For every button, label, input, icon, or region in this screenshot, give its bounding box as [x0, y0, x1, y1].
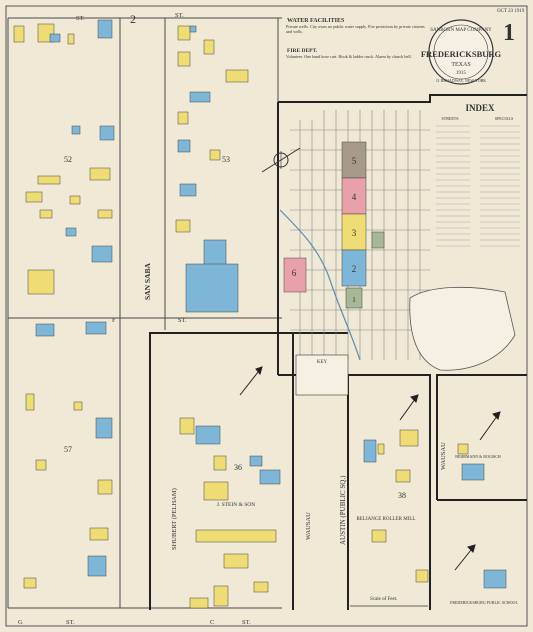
seal-city: FREDERICKSBURG — [421, 49, 502, 59]
stamp-date: OCT 23 1919 — [497, 9, 525, 14]
fire-dept-text: Volunteer. One hand hose cart. Hook & la… — [286, 54, 412, 59]
key-title: KEY — [317, 360, 328, 365]
block-57: 57 — [64, 445, 72, 454]
inset-label-4: 4 — [352, 192, 357, 202]
inset-label-2: 2 — [352, 264, 357, 274]
inset-block-2 — [341, 249, 367, 287]
seal-address: 11 BROADWAY, NEW YORK — [436, 78, 486, 84]
inset-block-4 — [341, 177, 367, 215]
inset-creek — [279, 209, 361, 361]
inset-block-extra — [371, 231, 385, 249]
block-53: 53 — [222, 155, 230, 164]
fire-dept-heading: FIRE DEPT. — [287, 48, 318, 54]
inset-block-3 — [341, 213, 367, 251]
street-st-mid: ST. — [178, 317, 187, 324]
water-facilities-text-box: Private wells. City owns no public water… — [286, 24, 425, 34]
street-st-bottom: ST. — [242, 619, 251, 626]
index-col-specials: SPECIALS — [495, 116, 513, 121]
north-arrow-icon-4 — [454, 544, 476, 571]
inset-county-map — [409, 286, 516, 371]
street-st-top-left: ST. — [76, 15, 85, 22]
north-arrow-icon-3 — [479, 411, 501, 441]
north-arrow-icon-2 — [399, 394, 419, 421]
street-c: C — [210, 619, 214, 626]
inset-block-6 — [283, 257, 307, 293]
block-36: 36 — [234, 463, 242, 472]
buildings-block-38 — [363, 429, 507, 589]
sheet-number: 1 — [503, 20, 515, 46]
index-col-streets: STREETS — [442, 116, 459, 121]
buildings-block-36 — [179, 417, 281, 609]
lower-panels — [149, 332, 527, 610]
north-arrow-icon — [239, 366, 263, 396]
title-seal: SANBORN MAP COMPANY FREDERICKSBURG TEXAS… — [421, 19, 502, 85]
inset-sheet-blocks — [283, 141, 385, 309]
inset-block-5 — [341, 141, 367, 179]
index-title: INDEX — [465, 103, 495, 113]
inset-label-6: 6 — [292, 268, 297, 278]
scale-label: Scale of Feet. — [370, 597, 397, 602]
building-stein-son: J. STEIN & SON — [217, 502, 256, 508]
inset-label-5: 5 — [352, 156, 357, 166]
water-facilities-heading: WATER FACILITIES — [287, 18, 345, 24]
street-shubert: SHUBERT (PELHAM) — [171, 488, 178, 550]
block-38: 38 — [398, 491, 406, 500]
index-rule-lines — [436, 125, 520, 247]
inset-block-1 — [345, 287, 363, 309]
inset-label-3: 3 — [352, 228, 357, 238]
seal-state: TEXAS — [451, 62, 470, 68]
compass-rose-icon — [261, 147, 301, 173]
corner-number: 2 — [130, 12, 136, 26]
street-wausau-2: WAUSAU — [440, 442, 447, 470]
street-st-top: ST. — [175, 12, 184, 19]
key-box — [295, 354, 349, 396]
buildings-lower-left — [23, 321, 113, 589]
street-san-saba: SAN SABA — [143, 263, 152, 300]
fire-dept-text-box: Volunteer. One hand hose cart. Hook & la… — [286, 54, 412, 59]
buildings-upper-left — [13, 19, 249, 313]
street-st-bottom-left: ST. — [66, 619, 75, 626]
sheet-border — [5, 5, 528, 627]
seal-year: 1915 — [456, 71, 467, 76]
seal-company: SANBORN MAP COMPANY — [430, 28, 492, 33]
building-behrmann-bogisch: BEHRMANN & BOGISCH — [455, 454, 501, 459]
inset-label-1: 1 — [352, 296, 356, 304]
street-g: G — [18, 619, 23, 626]
block-52: 52 — [64, 155, 72, 164]
street-wausau: WAUSAU — [305, 512, 312, 540]
building-reliance-roller-mill: RELIANCE ROLLER MILL — [357, 517, 416, 522]
building-public-school: FREDERICKSBURG PUBLIC SCHOOL — [450, 600, 518, 605]
street-f: F — [112, 317, 116, 324]
street-austin: AUSTIN (PUBLIC SQ.) — [339, 475, 347, 545]
water-facilities-text: Private wells. City owns no public water… — [286, 24, 425, 34]
